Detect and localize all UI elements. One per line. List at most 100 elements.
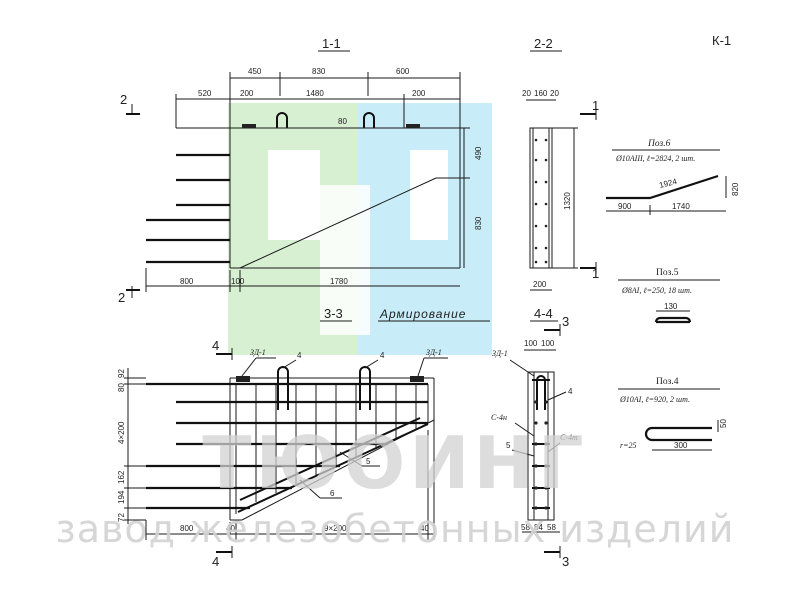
- section-3-3-title: 3-3: [324, 306, 343, 321]
- pos6-spec: Ø10АIII, ℓ=2824, 2 шт.: [615, 154, 695, 163]
- dim-left-80: 80: [117, 383, 126, 392]
- tag-4-4-c4t: С-4т: [560, 433, 578, 442]
- cut-2-top: 2: [120, 92, 127, 107]
- pos4-dim-50: 50: [719, 419, 728, 428]
- cut-2-bottom: 2: [118, 290, 125, 305]
- dim-left-72: 72: [117, 513, 126, 522]
- logo-green-cutout: [268, 150, 320, 240]
- pos6-dim-1924: 1924: [658, 177, 678, 190]
- dim-4-4-58b: 58: [547, 523, 556, 532]
- tag-4b: 4: [380, 351, 385, 360]
- dim-top-830: 830: [312, 67, 326, 76]
- logo-cyan-cutout: [410, 150, 448, 240]
- cut-4-top: 4: [212, 338, 219, 353]
- dim-left-162: 162: [117, 470, 126, 484]
- pos4-dim-300: 300: [674, 441, 688, 450]
- dim-4-4-58a: 58: [521, 523, 530, 532]
- pos5-detail: Поз.5 Ø8АI, ℓ=250, 18 шт. 130: [618, 268, 720, 324]
- dim-mid-200a: 200: [240, 89, 254, 98]
- dim-mid-1480: 1480: [306, 89, 324, 98]
- pos4-title: Поз.4: [656, 377, 679, 387]
- section-4-4: 4-4 100 100 ЗД-1 4 С-4н 5: [491, 306, 578, 569]
- section-2-2-outline: [529, 127, 553, 269]
- loop-pos4-left: [277, 366, 289, 410]
- projecting-bars: [146, 153, 230, 264]
- pos6-dim-820: 820: [731, 182, 740, 196]
- tag-4-4-pos5: 5: [506, 441, 511, 450]
- embed-plate-left: [242, 124, 256, 128]
- pos4-bar-shape: [644, 426, 712, 442]
- tag-5: 5: [366, 457, 371, 466]
- tag-4-4-zd: ЗД-1: [492, 349, 508, 358]
- dim-bottom-1780: 1780: [330, 277, 348, 286]
- dim-2-2-160: 160: [534, 89, 548, 98]
- dim-bottom-800: 800: [180, 277, 194, 286]
- embed-zd-left: [236, 376, 250, 382]
- embed-zd-right: [410, 376, 424, 382]
- section-4-4-outline: [527, 371, 555, 521]
- dim-b-40b: 40: [420, 524, 429, 533]
- dim-4-4-100b: 100: [541, 339, 555, 348]
- pos4-dim-r25: r=25: [620, 441, 637, 450]
- tag-4-4-pos4: 4: [568, 387, 573, 396]
- sheet-code: К-1: [712, 33, 731, 48]
- cut-4-bottom: 4: [212, 554, 219, 569]
- pos4-spec: Ø10АI, ℓ=920, 2 шт.: [619, 395, 690, 404]
- dim-mid-520: 520: [198, 89, 212, 98]
- dim-right-830: 830: [474, 216, 483, 230]
- section-2-2: 2-2 20 160 20 1320 200 1 1: [522, 36, 599, 291]
- dim-4-4-84: 84: [534, 523, 543, 532]
- watermark-brand: ТЮОИНГ: [202, 421, 587, 505]
- dim-right-490: 490: [474, 146, 483, 160]
- horizontal-bars: [146, 382, 428, 510]
- dim-b-40a: 40: [226, 524, 235, 533]
- tag-4-4-c4n: С-4н: [491, 413, 507, 422]
- section-3-3: 3-3 Армирование: [117, 306, 490, 569]
- lifting-loop-left: [276, 112, 288, 128]
- cut-3-top: 3: [562, 314, 569, 329]
- section-4-4-loop: [536, 375, 546, 410]
- pos5-dim-130: 130: [664, 302, 678, 311]
- cut-3-bottom: 3: [562, 554, 569, 569]
- tag-4a: 4: [297, 351, 302, 360]
- armirovanie-title: Армирование: [379, 307, 466, 321]
- dim-left-92: 92: [117, 369, 126, 378]
- pos5-bar-shape: [654, 316, 692, 324]
- pos6-bar-shape: [606, 174, 719, 200]
- logo-center-cutout: [320, 185, 370, 335]
- watermark-tagline: завод железобетонных изделий: [56, 507, 735, 551]
- pos6-dim-1740: 1740: [672, 202, 690, 211]
- watermark-logo: [228, 103, 492, 355]
- dim-top-600: 600: [396, 67, 410, 76]
- cut-1-top: 1: [592, 98, 599, 113]
- section-2-2-title: 2-2: [534, 36, 553, 51]
- pos4-detail: Поз.4 Ø10АI, ℓ=920, 2 шт. 50 300 r=25: [618, 377, 728, 451]
- section-1-1: 1-1 450 830 600 520 200 1480 200 80: [118, 36, 483, 305]
- tag-zd-left: ЗД-1: [250, 348, 266, 357]
- dim-top-450: 450: [248, 67, 262, 76]
- dim-b-9x200: 9×200: [324, 524, 347, 533]
- section-4-4-dots: [534, 400, 548, 510]
- embed-plate-right: [406, 124, 420, 128]
- lifting-loop-right: [363, 112, 375, 128]
- section-1-1-title: 1-1: [322, 36, 341, 51]
- dim-4-4-100a: 100: [524, 339, 538, 348]
- loop-pos4-right: [359, 366, 371, 410]
- dim-loop-80: 80: [338, 117, 347, 126]
- section-2-2-bar-dots: [534, 138, 548, 264]
- dim-mid-200b: 200: [412, 89, 426, 98]
- section-4-4-title: 4-4: [534, 306, 553, 321]
- pos6-detail: Поз.6 Ø10АIII, ℓ=2824, 2 шт. 1924 820 90…: [606, 139, 740, 215]
- dim-2-2-20a: 20: [522, 89, 531, 98]
- dim-2-2-20b: 20: [550, 89, 559, 98]
- pos6-dim-900: 900: [618, 202, 632, 211]
- dim-bottom-100: 100: [231, 277, 245, 286]
- tag-zd-right: ЗД-1: [426, 348, 442, 357]
- dim-2-2-1320: 1320: [563, 192, 572, 210]
- pos5-spec: Ø8АI, ℓ=250, 18 шт.: [621, 286, 692, 295]
- tag-6: 6: [330, 489, 335, 498]
- dim-2-2-200: 200: [533, 280, 547, 289]
- dim-b-800: 800: [180, 524, 194, 533]
- dim-left-4x200: 4×200: [117, 421, 126, 444]
